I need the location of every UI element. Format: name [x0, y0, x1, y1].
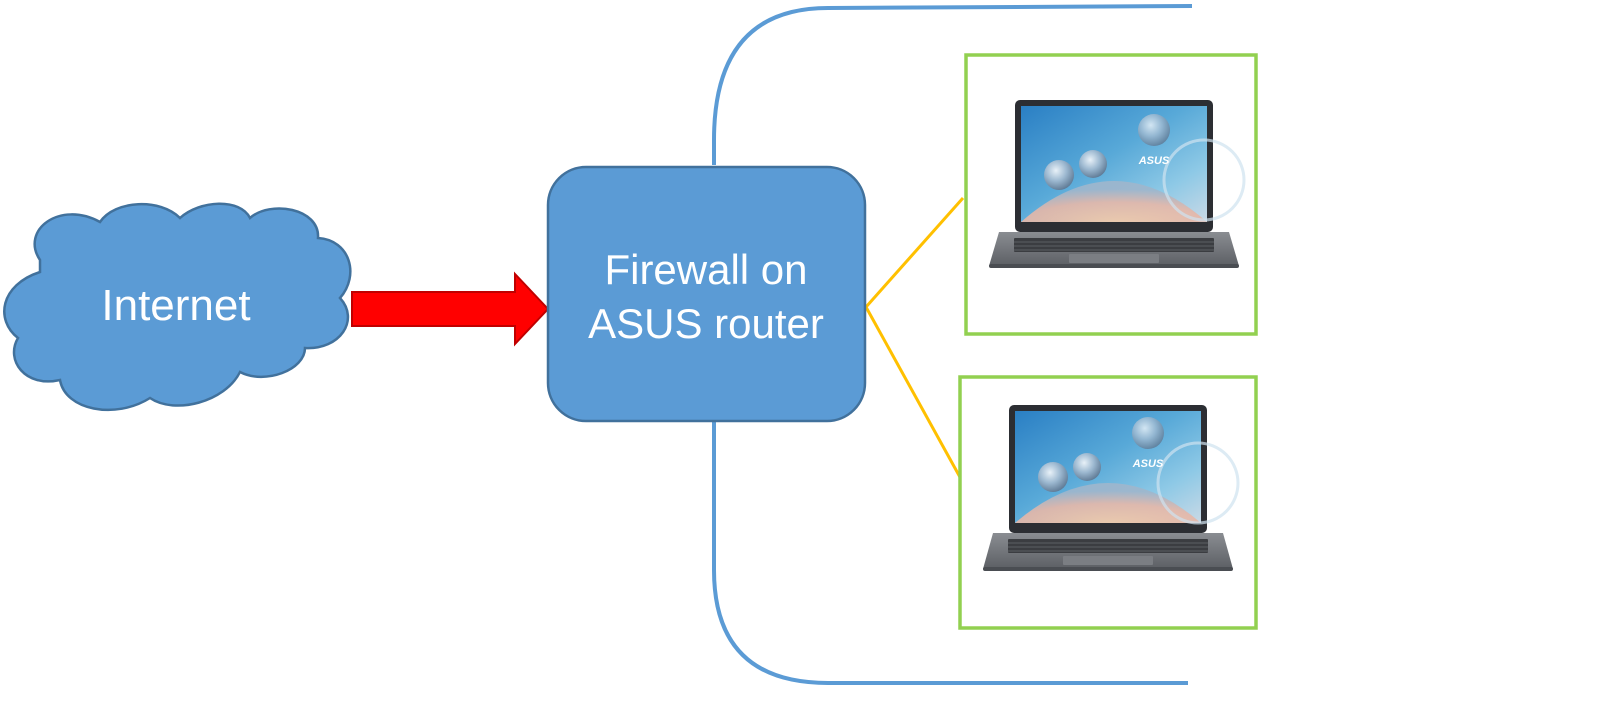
laptop-node-1: ASUS	[964, 53, 1258, 336]
network-boundary-line-lower	[712, 422, 1188, 685]
router-label-line1: Firewall on	[604, 246, 807, 293]
router-label-line2: ASUS router	[588, 300, 824, 347]
connector-line-bottom	[864, 306, 963, 480]
laptop-brand-text: ASUS	[1132, 458, 1164, 470]
laptop-node-2: ASUS	[958, 375, 1258, 630]
laptop-icon: ASUS	[983, 405, 1240, 571]
connector-line-top	[864, 197, 965, 308]
firewall-router-node: Firewall on ASUS router	[546, 165, 867, 423]
laptop-icon: ASUS	[989, 100, 1246, 268]
network-boundary-line	[712, 4, 1193, 165]
cloud-shape	[3, 202, 352, 412]
router-box	[546, 165, 867, 423]
internet-cloud: Internet	[3, 202, 352, 412]
internet-label: Internet	[101, 281, 250, 330]
laptop-brand-text: ASUS	[1138, 155, 1170, 167]
traffic-arrow	[351, 271, 550, 347]
